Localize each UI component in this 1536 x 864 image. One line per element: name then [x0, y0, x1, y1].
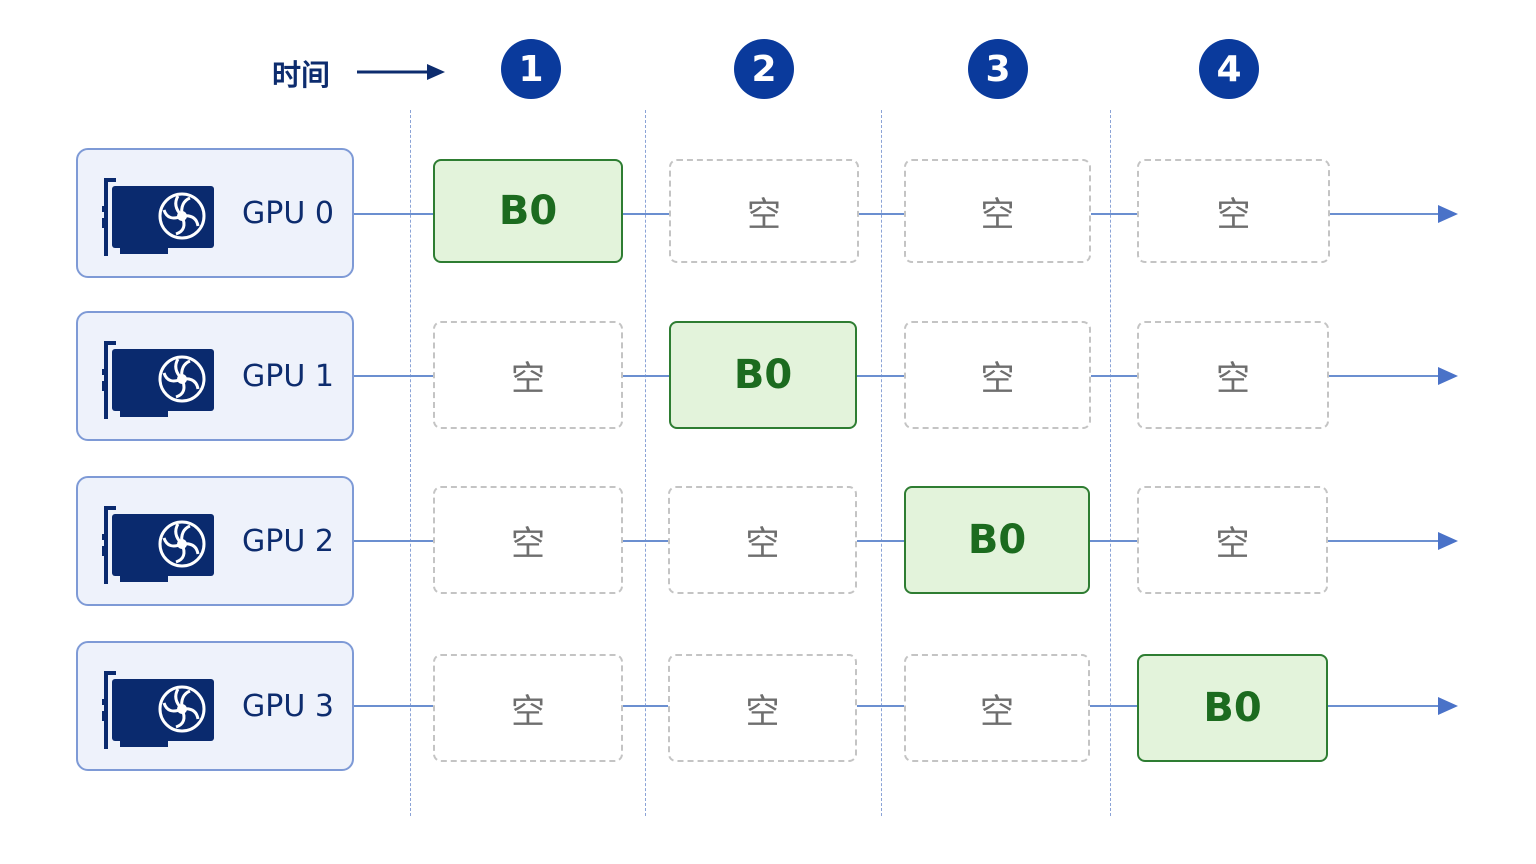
gpu-card-icon	[102, 506, 214, 584]
idle-cell: 空	[904, 654, 1090, 762]
time-divider	[645, 110, 646, 816]
gpu-label: GPU 2	[242, 523, 334, 559]
gpu-card-icon	[102, 178, 214, 256]
idle-cell: 空	[1137, 486, 1328, 594]
active-batch-cell: B0	[904, 486, 1090, 594]
gpu-1-timeline	[354, 375, 1442, 377]
gpu-label: GPU 0	[242, 195, 334, 231]
gpu-card-icon	[102, 341, 214, 419]
active-batch-cell: B0	[669, 321, 857, 429]
gpu-card-icon	[102, 671, 214, 749]
time-arrow-icon	[357, 64, 445, 80]
idle-cell: 空	[433, 321, 623, 429]
gpu-label: GPU 1	[242, 358, 334, 394]
idle-cell: 空	[433, 654, 623, 762]
idle-cell: 空	[1137, 321, 1329, 429]
idle-cell: 空	[668, 654, 857, 762]
time-label: 时间	[272, 58, 331, 92]
arrow-right-icon	[1438, 532, 1458, 550]
active-batch-cell: B0	[1137, 654, 1328, 762]
gpu-card-2: GPU 2	[76, 476, 354, 606]
arrow-right-icon	[1438, 367, 1458, 385]
arrow-right-icon	[1438, 205, 1458, 223]
idle-cell: 空	[904, 159, 1091, 263]
gpu-label: GPU 3	[242, 688, 334, 724]
time-divider	[881, 110, 882, 816]
gpu-card-3: GPU 3	[76, 641, 354, 771]
step-circle-1: 1	[501, 39, 561, 99]
gpu-card-1: GPU 1	[76, 311, 354, 441]
idle-cell: 空	[669, 159, 859, 263]
fan-icon	[158, 520, 206, 568]
idle-cell: 空	[668, 486, 857, 594]
gpu-3-timeline	[354, 705, 1442, 707]
time-divider	[410, 110, 411, 816]
active-batch-cell: B0	[433, 159, 623, 263]
time-divider	[1110, 110, 1111, 816]
gpu-card-0: GPU 0	[76, 148, 354, 278]
fan-icon	[158, 355, 206, 403]
step-circle-3: 3	[968, 39, 1028, 99]
step-circle-2: 2	[734, 39, 794, 99]
step-circle-4: 4	[1199, 39, 1259, 99]
idle-cell: 空	[433, 486, 623, 594]
arrow-right-icon	[1438, 697, 1458, 715]
fan-icon	[158, 192, 206, 240]
gpu-0-timeline	[354, 213, 1442, 215]
gpu-2-timeline	[354, 540, 1442, 542]
fan-icon	[158, 685, 206, 733]
idle-cell: 空	[1137, 159, 1330, 263]
idle-cell: 空	[904, 321, 1091, 429]
